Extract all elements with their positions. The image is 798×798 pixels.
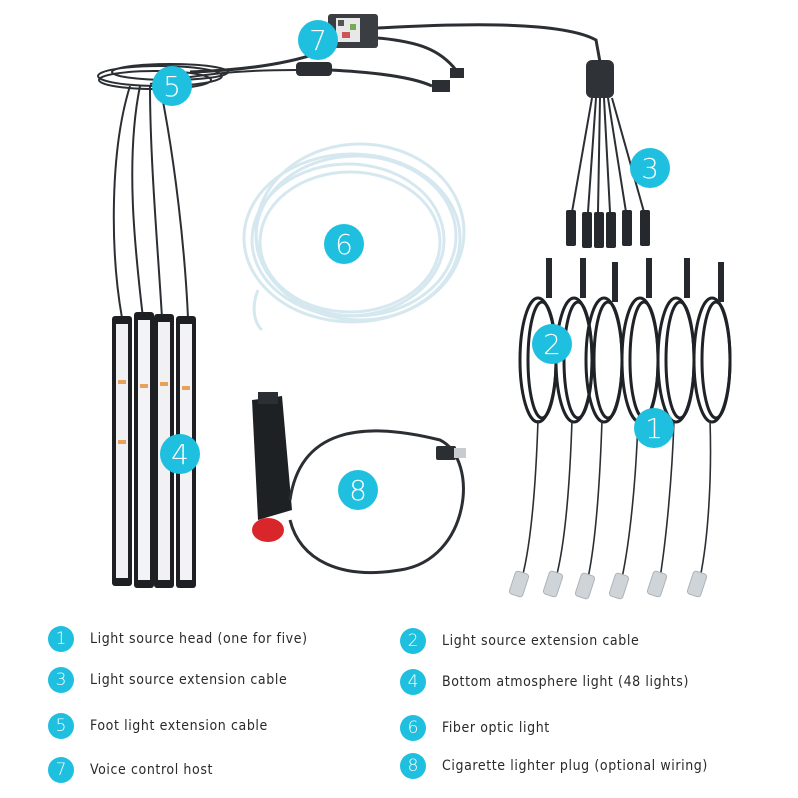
light-heads-icon [508, 570, 708, 600]
legend-item: 5 Foot light extension cable [48, 711, 268, 741]
legend-item: 7 Voice control host [48, 755, 213, 785]
number-badge: 1 [48, 626, 74, 652]
fiber-optic-icon [242, 142, 466, 332]
legend-label: Light source head (one for five) [90, 631, 308, 647]
legend-item: 4 Bottom atmosphere light (48 lights) [400, 667, 689, 697]
legend-label: Bottom atmosphere light (48 lights) [442, 674, 689, 690]
legend-item: 6 Fiber optic light [400, 713, 550, 743]
callout-badge: 7 [298, 20, 338, 60]
callout-badge: 3 [630, 148, 670, 188]
legend-item: 2 Light source extension cable [400, 626, 639, 656]
number-badge: 3 [48, 667, 74, 693]
number-badge: 2 [400, 628, 426, 654]
callout-badge: 5 [152, 66, 192, 106]
product-photo: 1 2 3 4 5 6 7 8 [97, 14, 732, 600]
legend-label: Light source extension cable [90, 672, 288, 688]
parts-legend: 1 Light source head (one for five) 2 Lig… [0, 620, 798, 798]
number-badge: 4 [400, 669, 426, 695]
number-badge: 8 [400, 753, 426, 779]
callout-badge: 2 [532, 324, 572, 364]
number-badge: 7 [48, 757, 74, 783]
legend-label: Fiber optic light [442, 720, 550, 736]
cigarette-lighter-plug-icon [252, 392, 466, 575]
legend-label: Voice control host [90, 762, 214, 778]
callout-badge: 1 [634, 408, 674, 448]
legend-item: 8 Cigarette lighter plug (optional wirin… [400, 751, 708, 781]
product-illustration [97, 14, 732, 600]
legend-label: Foot light extension cable [90, 718, 268, 734]
callout-badge: 8 [338, 470, 378, 510]
number-badge: 5 [48, 713, 74, 739]
legend-item: 3 Light source extension cable [48, 665, 287, 695]
legend-item: 1 Light source head (one for five) [48, 624, 308, 654]
voice-control-host-icon [328, 14, 378, 48]
callout-badge: 4 [160, 434, 200, 474]
callout-badge: 6 [324, 224, 364, 264]
legend-label: Light source extension cable [442, 633, 640, 649]
legend-label: Cigarette lighter plug (optional wiring) [442, 758, 708, 774]
number-badge: 6 [400, 715, 426, 741]
